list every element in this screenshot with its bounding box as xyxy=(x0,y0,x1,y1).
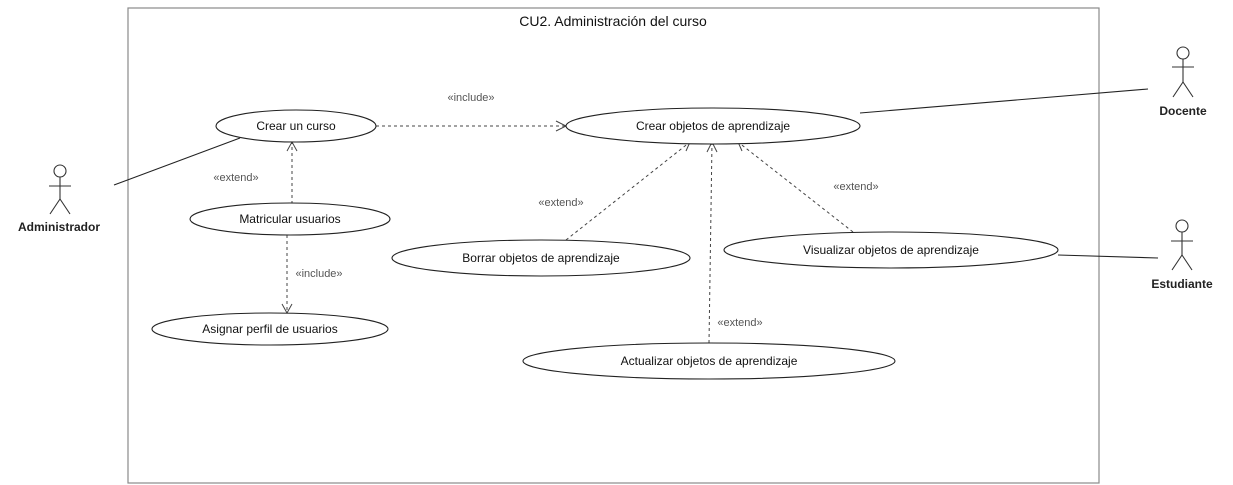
stereotype-extend-actualizar: «extend» xyxy=(717,317,762,329)
use-case-label: Matricular usuarios xyxy=(239,212,340,226)
stereotype-extend-matricular: «extend» xyxy=(213,172,258,184)
actor-docente[interactable]: Docente xyxy=(1159,46,1207,118)
stick-figure-icon xyxy=(1171,219,1193,271)
use-case-asignar-perfil[interactable]: Asignar perfil de usuarios xyxy=(151,312,389,346)
actor-estudiante[interactable]: Estudiante xyxy=(1151,219,1213,291)
actor-label: Docente xyxy=(1159,104,1207,118)
use-case-matricular[interactable]: Matricular usuarios xyxy=(189,202,391,236)
stereotype-extend-visualizar: «extend» xyxy=(833,181,878,193)
stereotype-include-crear: «include» xyxy=(447,92,494,104)
dep-extend-borrar xyxy=(565,141,691,241)
use-case-label: Crear objetos de aprendizaje xyxy=(636,119,790,133)
use-case-label: Visualizar objetos de aprendizaje xyxy=(803,243,979,257)
dep-extend-visualizar xyxy=(737,141,854,233)
stereotype-extend-borrar: «extend» xyxy=(538,197,583,209)
use-case-crear-objetos[interactable]: Crear objetos de aprendizaje xyxy=(565,107,861,145)
use-case-label: Borrar objetos de aprendizaje xyxy=(462,251,620,265)
stick-figure-icon xyxy=(1172,46,1194,98)
assoc-administrador-crear-curso xyxy=(113,137,241,186)
use-case-label: Asignar perfil de usuarios xyxy=(202,322,337,336)
use-case-visualizar-objetos[interactable]: Visualizar objetos de aprendizaje xyxy=(723,231,1059,269)
assoc-estudiante-visualizar xyxy=(1057,254,1159,259)
use-case-crear-curso[interactable]: Crear un curso xyxy=(215,109,377,143)
use-case-label: Crear un curso xyxy=(256,119,336,133)
stick-figure-icon xyxy=(49,164,71,215)
stereotype-include-asignar: «include» xyxy=(295,268,342,280)
actor-label: Administrador xyxy=(18,220,100,234)
use-case-borrar-objetos[interactable]: Borrar objetos de aprendizaje xyxy=(391,239,691,277)
use-case-label: Actualizar objetos de aprendizaje xyxy=(621,354,798,368)
assoc-docente-crear-objetos xyxy=(859,88,1149,114)
system-title: CU2. Administración del curso xyxy=(519,13,707,29)
actor-label: Estudiante xyxy=(1151,277,1213,291)
use-case-actualizar-objetos[interactable]: Actualizar objetos de aprendizaje xyxy=(522,342,896,380)
actor-administrador[interactable]: Administrador xyxy=(18,164,100,234)
